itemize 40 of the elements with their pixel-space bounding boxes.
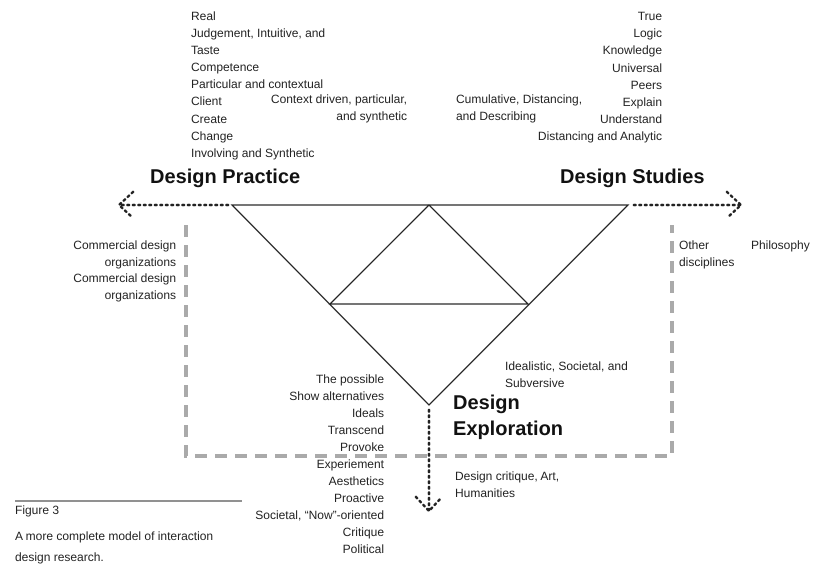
text-label: Context driven, particular, and synthetic <box>270 91 407 125</box>
text-label: Competence <box>191 59 260 76</box>
text-label: Aesthetics <box>328 473 384 490</box>
text-label: Experiement <box>316 456 384 473</box>
text-label: Change <box>191 128 234 145</box>
text-label: Philosophy <box>751 237 810 254</box>
text-label: The possible <box>316 371 384 388</box>
text-label: Involving and Synthetic <box>191 145 314 162</box>
heading: Design Studies <box>560 165 704 190</box>
text-label: Idealistic, Societal, and Subversive <box>505 358 629 392</box>
text-label: Explain <box>622 94 662 111</box>
text-label: Societal, “Now”-oriented <box>255 507 384 524</box>
text-label: Transcend <box>328 422 384 439</box>
figure-number: Figure 3 <box>15 502 60 519</box>
text-label: Understand <box>600 111 662 128</box>
text-label: Create <box>191 111 228 128</box>
text-label: Critique <box>342 524 384 541</box>
text-label: Commercial design organizations <box>72 237 176 271</box>
text-label: Real <box>191 8 216 25</box>
text-label: Client <box>191 93 222 110</box>
text-label: Other disciplines <box>679 237 736 271</box>
text-label: Knowledge <box>602 42 662 60</box>
text-label: Judgement, Intuitive, and Taste <box>191 25 326 59</box>
text-label: Universal <box>612 60 662 77</box>
text-label: Design critique, Art, Humanities <box>455 468 560 502</box>
text-label: Commercial design organizations <box>72 270 176 304</box>
text-label: Ideals <box>352 405 384 422</box>
text-label: Show alternatives <box>289 388 384 405</box>
text-label: Logic <box>633 25 662 42</box>
text-label: Cumulative, Distancing, and Describing <box>456 91 584 125</box>
text-label: True <box>638 8 662 25</box>
text-label: Provoke <box>340 439 384 456</box>
text-label: Distancing and Analytic <box>538 128 662 146</box>
text-label: Peers <box>630 76 662 94</box>
text-label: Proactive <box>334 490 384 507</box>
heading: Design Practice <box>150 165 300 190</box>
text-label: Political <box>342 541 384 558</box>
text-label: Particular and contextual <box>191 76 324 93</box>
figure-caption: A more complete model of interaction design research. <box>15 528 214 566</box>
heading: Design Exploration <box>453 391 564 442</box>
